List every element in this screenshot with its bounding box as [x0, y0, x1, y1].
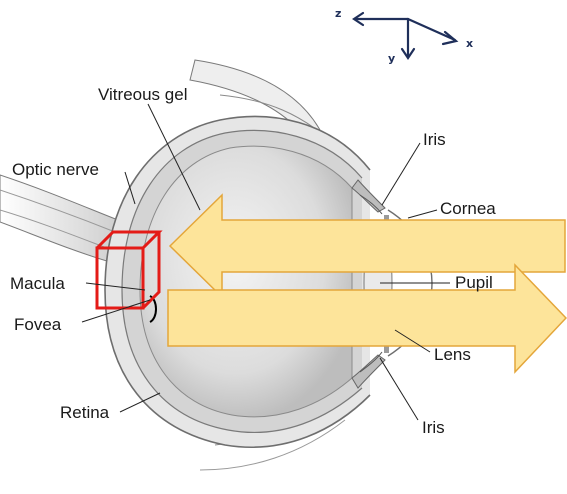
pupil-label: Pupil — [455, 273, 493, 292]
z-axis-label: z — [335, 7, 341, 20]
lens-label: Lens — [434, 345, 471, 364]
iris-top-label: Iris — [423, 130, 446, 149]
iris-bottom-label: Iris — [422, 418, 445, 437]
cornea-label: Cornea — [440, 199, 496, 218]
vitreous-gel-label: Vitreous gel — [98, 85, 187, 104]
y-axis-label: y — [388, 52, 395, 65]
macula-label: Macula — [10, 274, 65, 293]
xyz-axes-icon: z y x — [335, 7, 473, 65]
x-axis-label: x — [466, 37, 473, 50]
retina-label: Retina — [60, 403, 110, 422]
optic-nerve-label: Optic nerve — [12, 160, 99, 179]
fovea-label: Fovea — [14, 315, 62, 334]
